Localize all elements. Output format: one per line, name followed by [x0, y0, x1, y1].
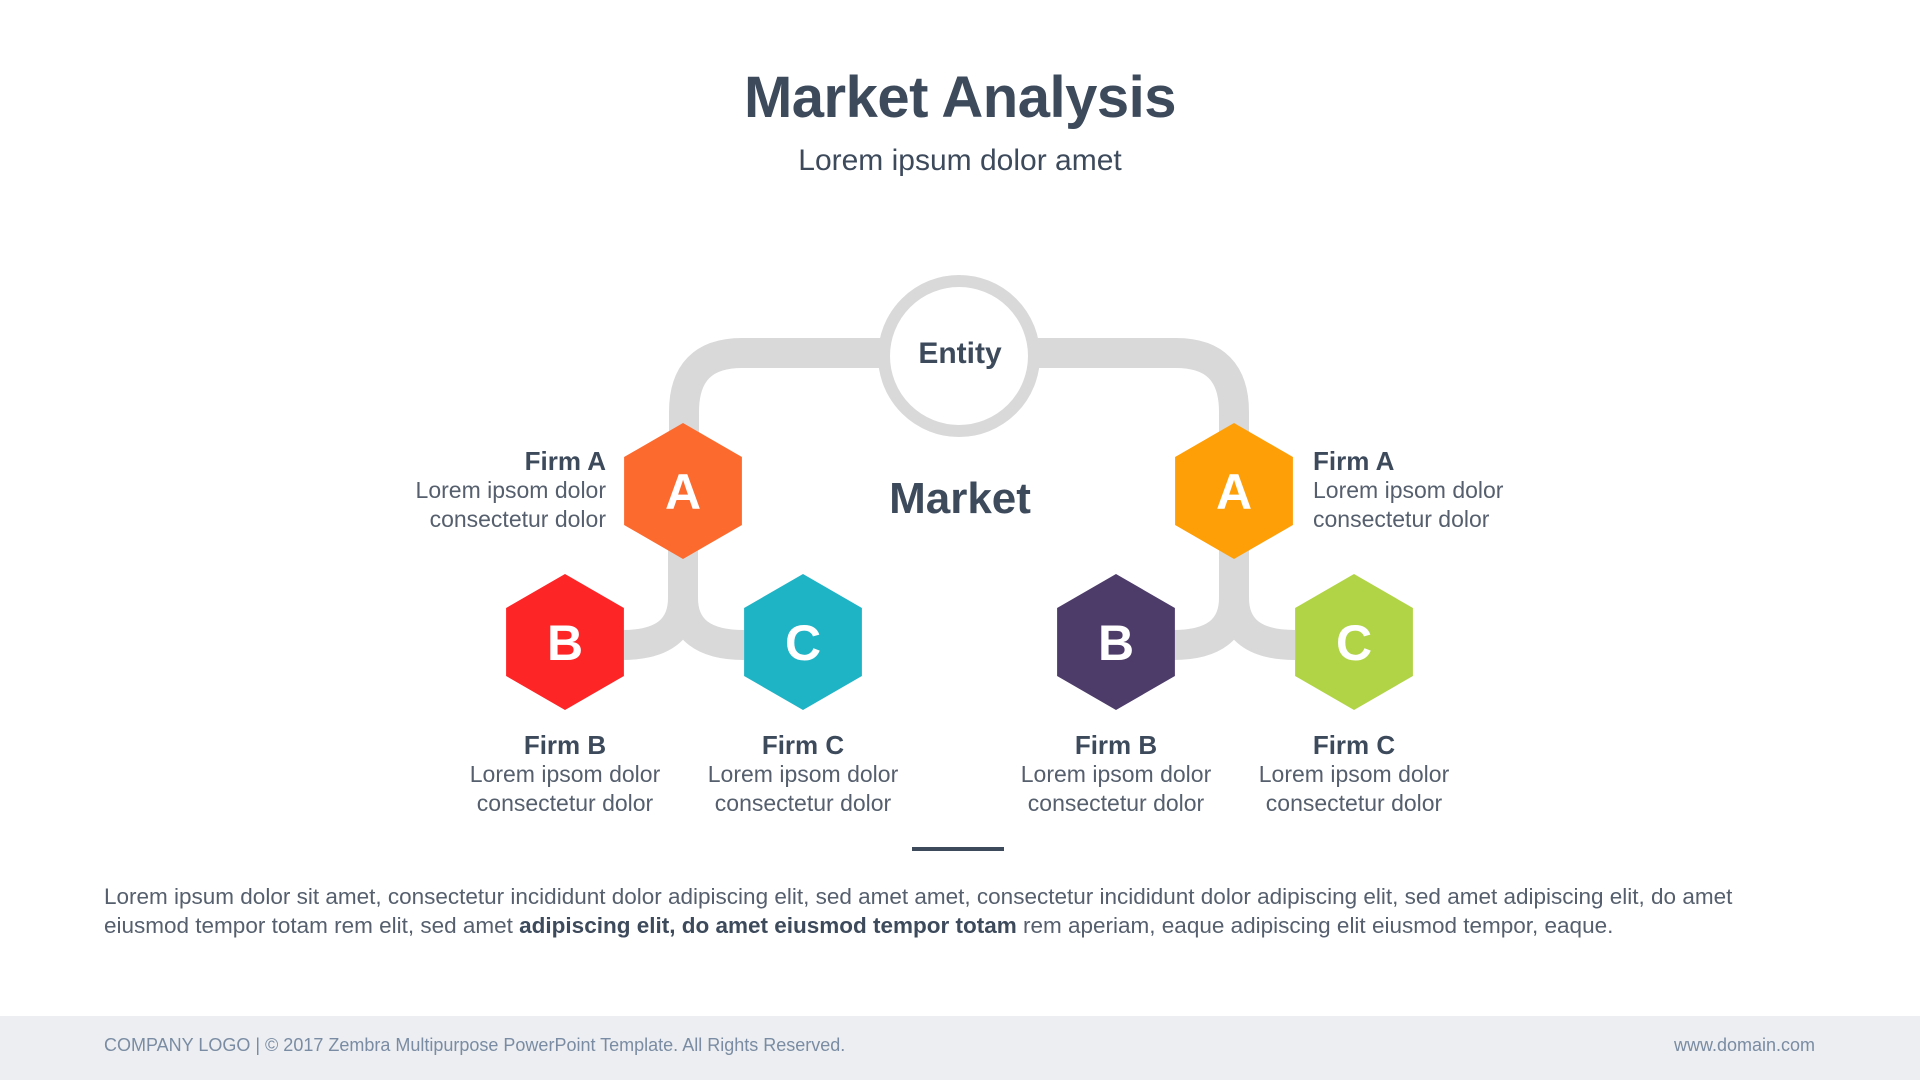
firm-desc: consectetur dolor	[1265, 790, 1443, 816]
body-text-bold: adipiscing elit, do amet eiusmod tempor …	[519, 913, 1017, 938]
entity-circle	[878, 275, 1040, 437]
hexagon-letter: A	[1216, 464, 1252, 520]
body-paragraph: Lorem ipsum dolor sit amet, consectetur …	[104, 882, 1804, 940]
body-text-part2: rem aperiam, eaque adipiscing elit eiusm…	[1016, 913, 1614, 938]
firm-desc: Lorem ipsom dolor	[415, 477, 606, 503]
entity-label: Entity	[918, 337, 1002, 370]
hexagon-letter: C	[1336, 615, 1372, 671]
branch-left-b	[621, 550, 698, 660]
firm-title: Firm C	[761, 730, 845, 760]
footer	[0, 1016, 1920, 1080]
footer-website[interactable]: www.domain.com	[1673, 1035, 1815, 1055]
firm-desc: Lorem ipsom dolor	[469, 761, 661, 787]
connector-left	[669, 338, 890, 450]
firm-desc: Lorem ipsom dolor	[707, 761, 899, 787]
hexagon-firm-a-left	[624, 423, 742, 559]
branch-left-c	[668, 597, 745, 660]
firm-b-right-label: Firm B Lorem ipsom dolor consectetur dol…	[996, 730, 1236, 818]
hexagon-firm-b-right	[1057, 574, 1175, 710]
divider	[912, 847, 1004, 851]
hexagon-firm-c-left	[744, 574, 862, 710]
body-text-part1: Lorem ipsum dolor sit amet, consectetur …	[104, 884, 1733, 938]
branch-right-b	[1172, 550, 1249, 660]
firm-title: Firm A	[1313, 446, 1395, 476]
firm-desc: consectetur dolor	[429, 506, 606, 532]
firm-desc: Lorem ipsom dolor	[1258, 761, 1450, 787]
firm-a-right-label: Firm A Lorem ipsom dolor consectetur dol…	[1313, 446, 1553, 534]
page-subtitle: Lorem ipsum dolor amet	[798, 144, 1122, 177]
firm-title: Firm C	[1312, 730, 1396, 760]
hexagon-letter: B	[1098, 615, 1134, 671]
firm-desc: consectetur dolor	[476, 790, 654, 816]
firm-desc: consectetur dolor	[714, 790, 892, 816]
firm-title: Firm B	[523, 730, 607, 760]
hexagon-firm-c-right	[1295, 574, 1413, 710]
firm-a-left-label: Firm A Lorem ipsom dolor consectetur dol…	[366, 446, 606, 534]
firm-title: Firm A	[524, 446, 606, 476]
footer-copyright: COMPANY LOGO | © 2017 Zembra Multipurpos…	[104, 1035, 846, 1055]
hexagon-letter: B	[547, 615, 583, 671]
firm-title: Firm B	[1074, 730, 1158, 760]
hexagon-firm-b-left	[506, 574, 624, 710]
branch-right-c	[1219, 597, 1296, 660]
firm-desc: Lorem ipsom dolor	[1020, 761, 1212, 787]
firm-b-left-label: Firm B Lorem ipsom dolor consectetur dol…	[445, 730, 685, 818]
firm-c-right-label: Firm C Lorem ipsom dolor consectetur dol…	[1234, 730, 1474, 818]
connectors	[621, 338, 1296, 660]
hexagon-letter: C	[785, 615, 821, 671]
hexagon-firm-a-right	[1175, 423, 1293, 559]
connector-right	[1030, 338, 1249, 450]
page-title: Market Analysis	[743, 65, 1177, 130]
hexagon-letter: A	[665, 464, 701, 520]
firm-desc: Lorem ipsom dolor	[1313, 477, 1504, 503]
market-label: Market	[889, 474, 1031, 523]
firm-desc: consectetur dolor	[1027, 790, 1205, 816]
firm-c-left-label: Firm C Lorem ipsom dolor consectetur dol…	[683, 730, 923, 818]
firm-desc: consectetur dolor	[1313, 506, 1490, 532]
